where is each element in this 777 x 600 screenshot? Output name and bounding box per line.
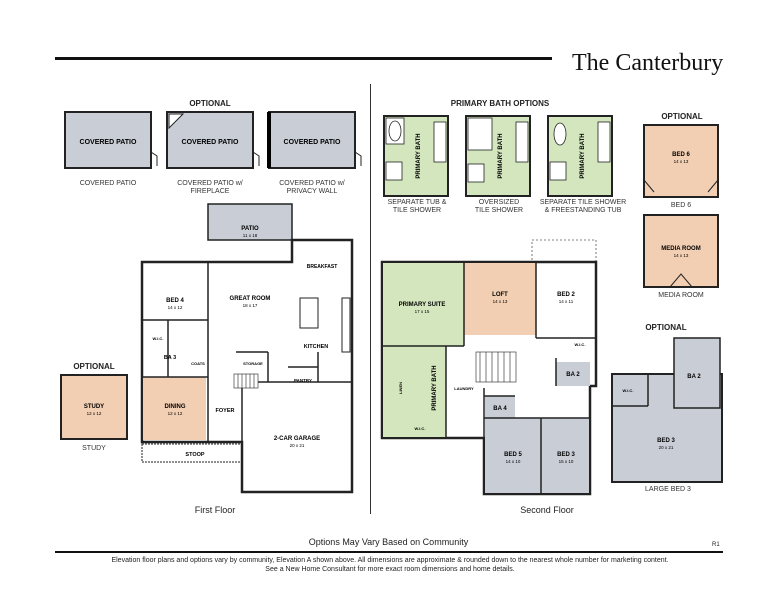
svg-text:PRIMARY SUITE: PRIMARY SUITE <box>399 302 446 308</box>
disclaimer-line-2: See a New Home Consultant for more exact… <box>265 566 515 573</box>
patio-option-1-caption: COVERED PATIO <box>79 180 137 187</box>
patio-option-3[interactable]: COVERED PATIO <box>267 111 362 169</box>
study-caption: STUDY <box>82 445 106 452</box>
bed6-option-drawing[interactable]: BED 6 14 x 13 <box>640 122 722 200</box>
svg-text:GREAT ROOM: GREAT ROOM <box>230 296 271 302</box>
media-room-option-drawing[interactable]: MEDIA ROOM 14 x 13 <box>640 212 722 290</box>
first-floor-label: First Floor <box>194 505 236 515</box>
svg-text:PRIMARY BATH: PRIMARY BATH <box>432 365 438 410</box>
svg-text:PATIO: PATIO <box>241 226 259 232</box>
disclaimer: Elevation floor plans and options vary b… <box>40 556 740 574</box>
svg-text:BED 5: BED 5 <box>504 452 522 458</box>
ff-dining-room <box>143 377 206 440</box>
svg-text:BED 3: BED 3 <box>557 452 575 458</box>
options-note: Options May Vary Based on Community <box>308 537 469 547</box>
svg-text:BED 3: BED 3 <box>657 438 675 444</box>
optional-study-header: OPTIONAL <box>73 362 115 371</box>
svg-text:MEDIA ROOM: MEDIA ROOM <box>661 246 700 252</box>
svg-text:PRIMARY BATH: PRIMARY BATH <box>498 133 504 178</box>
svg-text:20 x 21: 20 x 21 <box>290 443 305 448</box>
media-room-caption: MEDIA ROOM <box>658 292 704 299</box>
study-option-drawing[interactable]: STUDY 12 x 12 <box>58 372 132 442</box>
patio-options-drawing: COVERED PATIO COVERED PATIO COVERED PATI… <box>64 111 362 169</box>
svg-text:STORAGE: STORAGE <box>243 361 263 366</box>
svg-text:W.I.C.: W.I.C. <box>153 336 164 341</box>
disclaimer-line-1: Elevation floor plans and options vary b… <box>111 557 669 564</box>
svg-text:BED 4: BED 4 <box>166 298 184 304</box>
svg-text:15 x 10: 15 x 10 <box>559 459 574 464</box>
revision-code: R1 <box>712 542 720 548</box>
svg-text:LAUNDRY: LAUNDRY <box>454 386 474 391</box>
bath-option-2[interactable]: PRIMARY BATH <box>465 115 531 197</box>
patio-option-3-caption: COVERED PATIO w/PRIVACY WALL <box>279 180 345 195</box>
svg-text:PRIMARY BATH: PRIMARY BATH <box>580 133 586 178</box>
bed6-caption: BED 6 <box>670 202 692 209</box>
svg-text:LINEN: LINEN <box>398 382 403 394</box>
second-floor-label: Second Floor <box>520 505 574 515</box>
patio-option-3-label: COVERED PATIO <box>284 139 341 146</box>
svg-text:BED 2: BED 2 <box>557 292 575 298</box>
bath-options-drawing: PRIMARY BATH PRIMARY BATH PRIMARY BATH <box>383 115 613 197</box>
large-bed3-caption: LARGE BED 3 <box>645 486 691 493</box>
svg-text:W.I.C.: W.I.C. <box>623 388 634 393</box>
large-bed3-option-drawing[interactable]: W.I.C. BA 2 BED 3 20 x 21 <box>608 334 726 484</box>
svg-text:18 x 17: 18 x 17 <box>243 303 258 308</box>
svg-text:BA 4: BA 4 <box>493 406 507 412</box>
svg-text:STUDY: STUDY <box>84 404 104 410</box>
section-divider <box>370 84 371 514</box>
svg-text:BA 3: BA 3 <box>164 355 176 361</box>
optional-large-bed3-header: OPTIONAL <box>645 323 687 332</box>
bath-option-1-caption: SEPARATE TUB &TILE SHOWER <box>387 199 447 214</box>
svg-text:LOFT: LOFT <box>492 292 508 298</box>
optional-bed6-header: OPTIONAL <box>661 112 703 121</box>
svg-text:BA 2: BA 2 <box>687 374 701 380</box>
svg-text:DINING: DINING <box>165 404 186 410</box>
bath-option-3-caption: SEPARATE TILE SHOWER& FREESTANDING TUB <box>539 199 627 214</box>
patio-option-1-label: COVERED PATIO <box>80 139 137 146</box>
svg-text:14 x 13: 14 x 13 <box>674 159 689 164</box>
svg-text:17 x 15: 17 x 15 <box>415 309 430 314</box>
patio-option-2-label: COVERED PATIO <box>182 139 239 146</box>
ff-patio-room <box>207 203 293 241</box>
svg-text:BA 2: BA 2 <box>566 372 580 378</box>
svg-text:14 x 13: 14 x 13 <box>493 299 508 304</box>
bath-option-1[interactable]: PRIMARY BATH <box>383 115 449 197</box>
optional-patio-header: OPTIONAL <box>189 99 231 108</box>
svg-text:BREAKFAST: BREAKFAST <box>307 264 338 270</box>
svg-text:KITCHEN: KITCHEN <box>304 344 328 350</box>
svg-text:PRIMARY BATH: PRIMARY BATH <box>416 133 422 178</box>
svg-text:11 x 18: 11 x 18 <box>243 233 258 238</box>
svg-text:COATS: COATS <box>191 361 205 366</box>
svg-text:W.I.C.: W.I.C. <box>415 426 426 431</box>
svg-text:14 x 10: 14 x 10 <box>506 459 521 464</box>
svg-text:FOYER: FOYER <box>216 408 235 414</box>
svg-text:14 x 11: 14 x 11 <box>559 299 574 304</box>
svg-text:12 x 12: 12 x 12 <box>87 411 102 416</box>
svg-text:20 x 21: 20 x 21 <box>659 445 674 450</box>
second-floor-plan: PRIMARY SUITE LOFT BED 2 W.I.C. PRIMARY … <box>380 239 598 496</box>
svg-text:PANTRY: PANTRY <box>294 378 312 383</box>
svg-text:W.I.C.: W.I.C. <box>575 342 586 347</box>
primary-bath-options-header: PRIMARY BATH OPTIONS <box>450 99 550 108</box>
header-rule <box>55 57 552 60</box>
first-floor-plan: PATIO 11 x 18 BREAKFAST BED 4 GREAT ROOM… <box>140 203 354 494</box>
bath-option-3[interactable]: PRIMARY BATH <box>547 115 613 197</box>
patio-option-2-caption: COVERED PATIO w/FIREPLACE <box>177 180 243 195</box>
patio-option-1[interactable]: COVERED PATIO <box>64 111 158 169</box>
patio-option-2[interactable]: COVERED PATIO <box>166 111 260 169</box>
svg-text:2-CAR GARAGE: 2-CAR GARAGE <box>274 436 320 442</box>
svg-text:12 x 12: 12 x 12 <box>168 411 183 416</box>
svg-text:STOOP: STOOP <box>185 452 204 458</box>
svg-text:BED 6: BED 6 <box>672 152 690 158</box>
footer-rule <box>55 551 723 553</box>
page-title: The Canterbury <box>572 50 724 76</box>
svg-text:14 x 13: 14 x 13 <box>674 253 689 258</box>
svg-text:14 x 12: 14 x 12 <box>168 305 183 310</box>
